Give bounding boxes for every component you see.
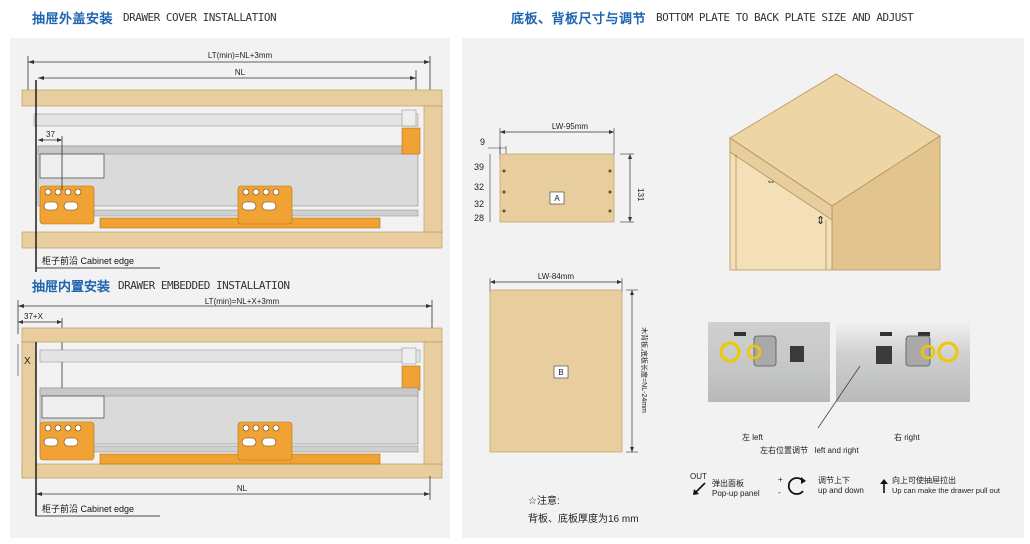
embedded-cabinet-edge: 柜子前沿 Cabinet edge <box>42 503 134 514</box>
plate-a-row-2: 32 <box>474 182 484 192</box>
up-down-arrow-icon: ⇕ <box>816 215 825 227</box>
header-bottom-zh: 底板、背板尺寸与调节 <box>511 10 647 26</box>
drawer-front-window <box>39 153 105 179</box>
cover-diagram: LT(min)=NL+3mm NL 37 柜子前沿 Cabinet edge <box>21 51 443 272</box>
label-right: 右 right <box>894 433 920 442</box>
cover-nl-label: NL <box>235 68 246 77</box>
label-plus: + <box>778 475 783 484</box>
popup-arrow-icon <box>693 482 706 495</box>
header-bottom-en: BOTTOM PLATE TO BACK PLATE SIZE AND ADJU… <box>656 10 914 24</box>
embedded-nl-label: NL <box>237 484 248 493</box>
right-panel <box>462 38 1024 538</box>
runner-bar <box>39 209 419 217</box>
embedded-diagram: LT(min)=NL+X+3mm 37+X X NL 柜子前沿 Cabinet … <box>17 297 443 517</box>
cabinet-top-plank <box>21 89 443 107</box>
cabinet-side-panel <box>423 105 443 233</box>
header-cover: 抽屉外盖安装 DRAWER COVER INSTALLATION <box>32 6 277 28</box>
plate-a-tag: A <box>554 194 560 203</box>
dim-37x: 37+X <box>24 312 44 321</box>
plate-b-height: 木背板,底板长度=NL-24mm <box>640 327 649 413</box>
plate-a-offset-9: 9 <box>480 137 485 147</box>
header-embedded: 抽屉内置安装 DRAWER EMBEDDED INSTALLATION <box>32 276 290 295</box>
label-pull-zh: 向上可使抽屉拉出 <box>892 476 956 485</box>
pointer-line <box>817 365 861 429</box>
plate-a <box>499 153 615 223</box>
notes-title: ☆注意: <box>528 496 560 507</box>
drawer-top-rail <box>33 113 419 127</box>
notes-text: 背板、底板厚度为16 mm <box>528 514 639 525</box>
rotate-adjust-icon <box>787 477 806 495</box>
cover-lt-label: LT(min)=NL+3mm <box>208 51 273 60</box>
label-popup-zh: 弹出面板 <box>712 479 744 488</box>
header-cover-en: DRAWER COVER INSTALLATION <box>123 10 277 24</box>
plate-b-width: LW-84mm <box>538 272 574 281</box>
plate-a-row-4: 28 <box>474 213 484 223</box>
photo-left <box>708 322 830 402</box>
label-updown-zh: 调节上下 <box>818 476 850 485</box>
plate-a-row-3: 32 <box>474 199 484 209</box>
plate-b-diagram: LW-84mm B 木背板,底板长度=NL-24mm <box>489 272 649 453</box>
label-updown-en: up and down <box>818 486 864 495</box>
label-popup-en: Pop-up panel <box>712 489 760 498</box>
label-out: OUT <box>690 472 707 481</box>
up-arrow-icon <box>880 479 888 493</box>
header-bottom: 底板、背板尺寸与调节 BOTTOM PLATE TO BACK PLATE SI… <box>511 6 914 28</box>
plate-b-tag: B <box>558 368 563 377</box>
back-bracket <box>401 127 421 155</box>
cover-cabinet-edge: 柜子前沿 Cabinet edge <box>42 255 134 266</box>
label-left-right: 左右位置调节 left and right <box>760 446 859 455</box>
x-label: X <box>24 356 31 367</box>
plate-a-width: LW-95mm <box>552 122 588 131</box>
dim-37: 37 <box>46 130 55 139</box>
label-minus: - <box>778 488 781 497</box>
header-cover-zh: 抽屉外盖安装 <box>32 10 114 26</box>
rear-locking-clip <box>237 185 293 225</box>
header-embedded-zh: 抽屉内置安装 <box>32 279 111 294</box>
embedded-lt-label: LT(min)=NL+X+3mm <box>205 297 280 306</box>
header-embedded-en: DRAWER EMBEDDED INSTALLATION <box>118 279 290 292</box>
cabinet-3d-illustration: ⇔ ⇕ <box>729 73 941 271</box>
plate-a-diagram: LW-95mm 9 A 39 32 32 28 131 <box>474 122 645 223</box>
plate-a-row-1: 39 <box>474 162 484 172</box>
photo-right <box>836 322 970 402</box>
cabinet-bottom-plank <box>21 231 443 249</box>
drawer-back-clip <box>401 109 417 127</box>
label-left: 左 left <box>742 433 763 442</box>
plate-a-height: 131 <box>636 188 645 202</box>
label-pull-en: Up can make the drawer pull out <box>892 486 1000 495</box>
front-locking-clip <box>39 185 95 225</box>
left-right-arrow-icon: ⇔ <box>766 176 776 187</box>
